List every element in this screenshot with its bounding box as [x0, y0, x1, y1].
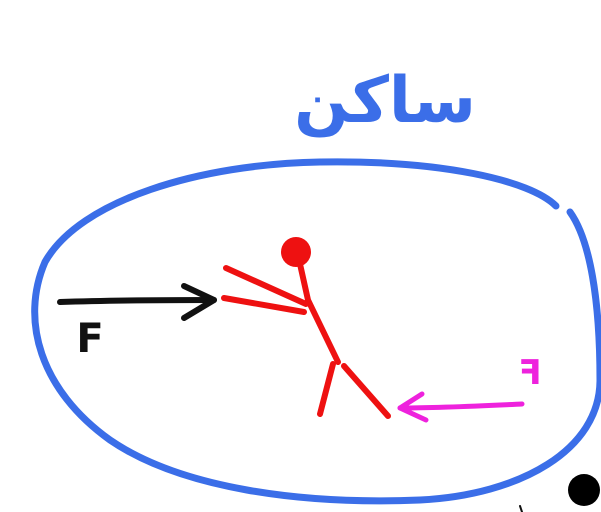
right-arrow-shaft — [397, 401, 525, 411]
left-arrow-head — [181, 283, 217, 321]
left-arrow-shaft — [57, 297, 217, 305]
title-word: ساکن — [294, 64, 476, 138]
system-ellipse — [31, 158, 601, 505]
person-leg-left — [317, 361, 336, 417]
black-dot — [568, 474, 600, 506]
person-arm-upper — [223, 265, 309, 307]
person-body — [297, 261, 341, 365]
right-force-label: F — [518, 353, 541, 393]
right-force-arrow — [397, 391, 525, 423]
person-leg-right — [341, 363, 391, 419]
stick-person — [221, 237, 391, 419]
person-arm-lower — [221, 295, 307, 315]
right-arrow-head — [397, 391, 429, 423]
left-force-label: F — [76, 316, 103, 362]
tick-mark — [519, 505, 523, 512]
person-head — [281, 237, 311, 267]
left-force-arrow — [57, 283, 217, 321]
